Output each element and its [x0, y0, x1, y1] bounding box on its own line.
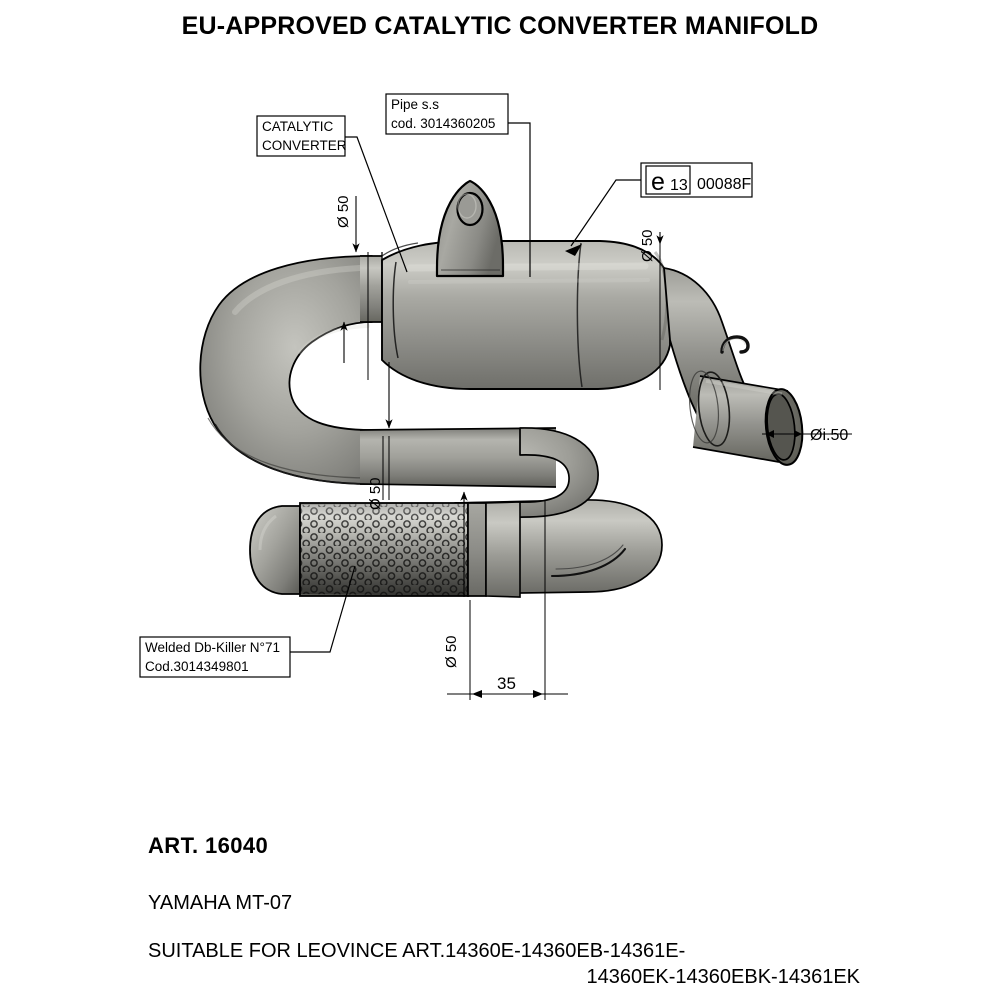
- dimension-lines: [340, 196, 852, 700]
- suitable-for-line-2: 14360EK-14360EBK-14361EK: [586, 966, 860, 988]
- callout-pipe-line2: cod. 3014360205: [391, 116, 495, 131]
- callout-pipe-box: [385, 93, 509, 135]
- callout-db-killer-line2: Cod.3014349801: [145, 659, 249, 674]
- inlet-pipe-upper: [360, 252, 383, 326]
- approval-e-glyph: e: [651, 168, 665, 196]
- return-bend-right: [454, 427, 599, 519]
- callout-pipe-line1: Pipe s.s: [391, 97, 439, 112]
- outlet-pipe: [663, 267, 804, 466]
- suitable-for-line-1: SUITABLE FOR LEOVINCE ART.14360E-14360EB…: [148, 940, 686, 962]
- callout-catalytic-line2: CONVERTER: [262, 138, 347, 153]
- approval-e-mark-inner-box: [645, 165, 691, 195]
- callout-db-killer-line1: Welded Db-Killer N°71: [145, 640, 280, 655]
- vehicle-model: YAMAHA MT-07: [148, 892, 293, 914]
- callout-catalytic-line1: CATALYTIC: [262, 119, 334, 134]
- callout-boxes: [139, 93, 753, 678]
- e13-leader-arrow: [565, 244, 582, 256]
- perforation-holes: [300, 503, 468, 596]
- outlet-bore-inner: [766, 393, 796, 461]
- db-killer: [249, 501, 521, 598]
- u-bend-left: [199, 255, 373, 485]
- callout-db-killer-box: [139, 636, 291, 678]
- dim-length-35: 35: [497, 674, 516, 693]
- approval-country-code: 13: [670, 177, 688, 194]
- approval-number: 00088F: [697, 176, 751, 193]
- mounting-bracket: [435, 179, 505, 278]
- dim-diameter-mid-left: Ø 50: [367, 477, 384, 510]
- dim-diameter-top-right: Ø 50: [639, 229, 656, 262]
- dim-diameter-top-left: Ø 50: [335, 195, 352, 228]
- leader-lines: [290, 122, 641, 653]
- callout-catalytic-converter-box: [256, 115, 346, 157]
- dim-diameter-bottom-left: Ø 50: [443, 635, 460, 668]
- catalytic-converter-body: [381, 240, 671, 390]
- article-number: ART. 16040: [148, 833, 269, 858]
- exhaust-manifold-assembly: [199, 179, 804, 598]
- flow-direction-mark: [720, 335, 750, 354]
- dim-outlet-inner-diameter: Øi.50: [810, 427, 848, 444]
- page-title: EU-APPROVED CATALYTIC CONVERTER MANIFOLD: [181, 12, 819, 40]
